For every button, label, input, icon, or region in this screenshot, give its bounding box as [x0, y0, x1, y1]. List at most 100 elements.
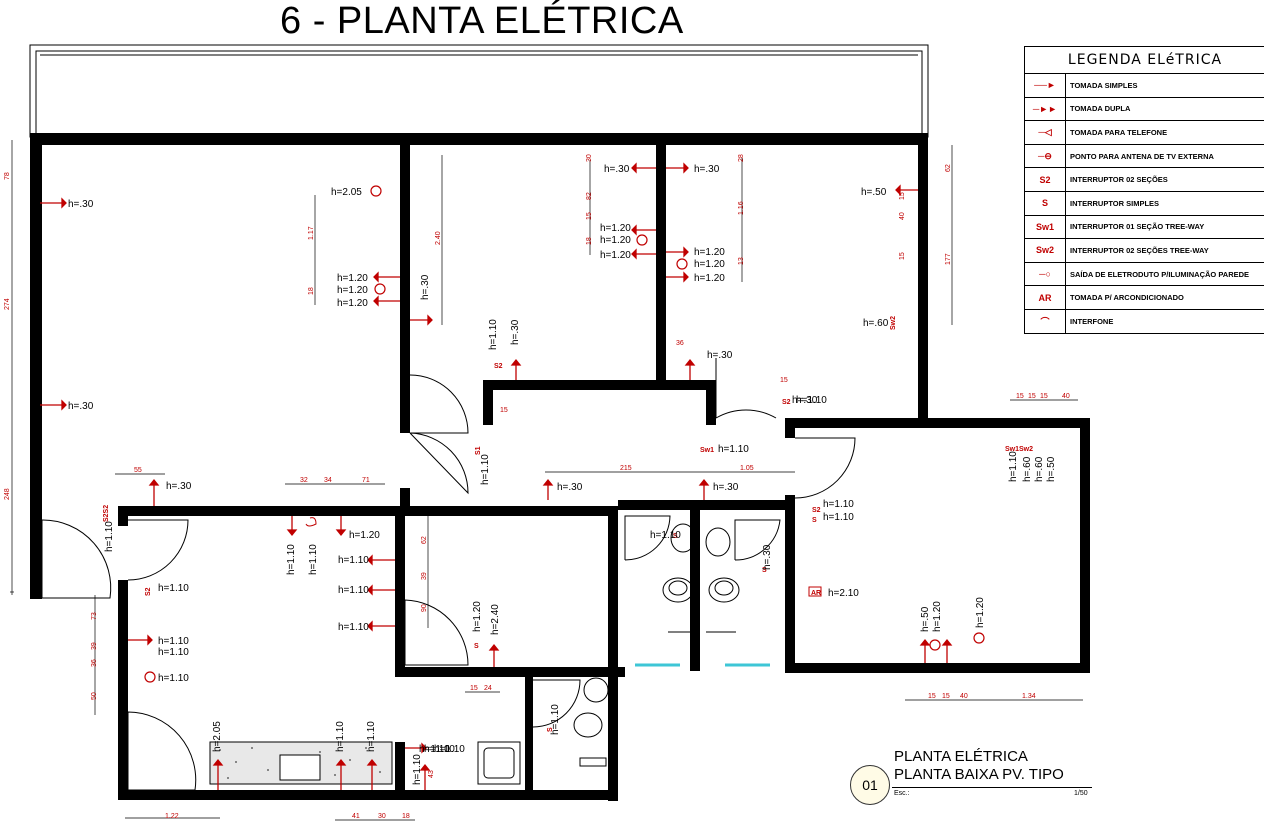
dimension-label: 15: [899, 192, 906, 200]
drawing-stamp: 01 PLANTA ELÉTRICA PLANTA BAIXA PV. TIPO…: [848, 746, 1092, 805]
height-label: h=1.20: [600, 250, 631, 261]
balcony: [29, 44, 929, 138]
legend-row: ──►TOMADA SIMPLES: [1025, 74, 1264, 98]
dimension-label: 43: [428, 770, 435, 778]
height-label: h=.30: [166, 481, 192, 492]
dimension-label: 15: [1028, 393, 1036, 400]
height-label: h=.60: [863, 318, 889, 329]
svg-text:Sw2: Sw2: [890, 316, 897, 330]
legend-row: ─◁TOMADA PARA TELEFONE: [1025, 121, 1264, 145]
height-label: h=1.10: [419, 744, 450, 755]
dimension-label: 36: [91, 659, 98, 667]
height-label: h=1.10: [650, 530, 681, 541]
antena-icon: ─⊖: [1025, 144, 1066, 168]
svg-text:S2: S2: [782, 399, 791, 406]
height-label: h=1.10: [488, 319, 499, 350]
legend-label: TOMADA DUPLA: [1070, 104, 1131, 114]
svg-text:Sw1: Sw1: [700, 447, 714, 454]
legend-row: ─⊖ PONTO PARA ANTENA DE TV EXTERNA: [1025, 144, 1264, 169]
height-label: h=.30: [707, 350, 733, 361]
height-label: h=1.10: [480, 454, 491, 485]
height-label: h=.50: [1046, 456, 1057, 482]
svg-text:S: S: [673, 533, 678, 540]
dimension-label: 15: [1040, 393, 1048, 400]
page-title: 6 - PLANTA ELÉTRICA: [280, 0, 684, 42]
height-label: h=1.10: [796, 395, 827, 406]
dimension-label: 18: [586, 237, 593, 245]
eletroduto-circles: [144, 185, 985, 683]
dimension-label: 40: [899, 212, 906, 220]
height-label: h=1.10: [424, 744, 455, 755]
height-label: h=1.10: [158, 673, 189, 684]
stamp-number: 01: [850, 765, 890, 805]
svg-text:S2S2: S2S2: [103, 505, 110, 522]
interruptor-2-icon: S2: [1025, 168, 1066, 191]
dimension-label: 15: [500, 407, 508, 414]
height-label: h=.30: [557, 482, 583, 493]
telefone-icon: ─◁: [1025, 121, 1066, 144]
legend-row: Sw2 INTERRUPTOR 02 SEÇÕES TREE-WAY: [1025, 239, 1264, 263]
legend-row: S2 INTERRUPTOR 02 SEÇÕES: [1025, 168, 1264, 192]
dimension-label: 40: [1062, 393, 1070, 400]
legend-label: TOMADA SIMPLES: [1070, 80, 1138, 90]
height-label: h=1.20: [932, 601, 943, 632]
svg-text:S: S: [474, 643, 479, 650]
svg-text:S: S: [812, 517, 817, 524]
legend-row: ─○SAÍDA DE ELETRODUTO P/ILUMINAÇÃO PARED…: [1025, 262, 1264, 287]
eletroduto-icon: ─○: [1025, 262, 1066, 286]
height-label: h=1.10: [1008, 451, 1019, 482]
dimension-label: 71: [362, 477, 370, 484]
dimension-label: 50: [91, 692, 98, 700]
height-label: h=1.20: [337, 273, 368, 284]
legend-row: ─►► TOMADA DUPLA: [1025, 97, 1264, 122]
legend-label: PONTO PARA ANTENA DE TV EXTERNA: [1070, 151, 1214, 161]
height-label: h=.30: [510, 319, 521, 345]
tomada-dupla-icon: ─►►: [1025, 97, 1066, 121]
dimension-lines: [10, 140, 1083, 821]
svg-text:S2: S2: [494, 363, 503, 370]
dimension-label: 55: [134, 467, 142, 474]
threeway-2-icon: Sw2: [1025, 239, 1066, 262]
height-label: h=1.10: [550, 704, 561, 735]
svg-text:AR: AR: [811, 590, 821, 597]
dimension-label: 41: [352, 813, 360, 820]
height-label: h=1.10: [158, 647, 189, 658]
legend-label: INTERRUPTOR 02 SEÇÕES TREE-WAY: [1070, 245, 1209, 255]
height-label: h=.30: [68, 401, 94, 412]
dimension-label: 15: [928, 693, 936, 700]
dimension-label: 78: [4, 172, 11, 180]
svg-text:S2: S2: [812, 507, 821, 514]
dimension-label: 1.22: [165, 813, 179, 820]
height-label: h=1.20: [337, 285, 368, 296]
dimension-label: 73: [91, 612, 98, 620]
height-label: h=1.10: [366, 721, 377, 752]
dimension-label: 62: [421, 536, 428, 544]
height-label: h=.30: [694, 164, 720, 175]
switch-marks: S2 S1 Sw1 S2 Sw2 S2S2 S2 S2 S S S S Sw1S…: [103, 316, 1033, 732]
height-label: h=1.10: [335, 721, 346, 752]
height-label: h=2.10: [828, 588, 859, 599]
stamp-line-1: PLANTA ELÉTRICA: [894, 748, 1028, 765]
ar-condicionado-icon: AR: [1025, 286, 1066, 309]
outlet-symbols: [40, 162, 953, 790]
dimension-label: 62: [945, 164, 952, 172]
dimension-label: 90: [421, 604, 428, 612]
height-label: h=2.05: [212, 721, 223, 752]
height-label: h=1.10: [338, 585, 369, 596]
height-label: h=.30: [713, 482, 739, 493]
legend-row: ⌒INTERFONE: [1025, 309, 1264, 333]
dimension-label: 15: [1016, 393, 1024, 400]
legend-label: INTERRUPTOR 02 SEÇÕES: [1070, 175, 1168, 185]
height-label: h=2.05: [331, 187, 362, 198]
stamp-scale: 1/50: [1074, 790, 1088, 797]
height-labels: h=.30h=2.05h=1.20h=1.20h=1.20h=.30h=.30h…: [68, 164, 1057, 785]
height-label: h=1.20: [694, 273, 725, 284]
stamp-rule: [892, 787, 1092, 788]
dimension-label: 30: [378, 813, 386, 820]
height-label: h=1.20: [472, 601, 483, 632]
height-label: h=1.10: [338, 622, 369, 633]
legend-title: LEGENDA ELéTRICA: [1025, 47, 1264, 74]
dimension-label: 39: [91, 642, 98, 650]
